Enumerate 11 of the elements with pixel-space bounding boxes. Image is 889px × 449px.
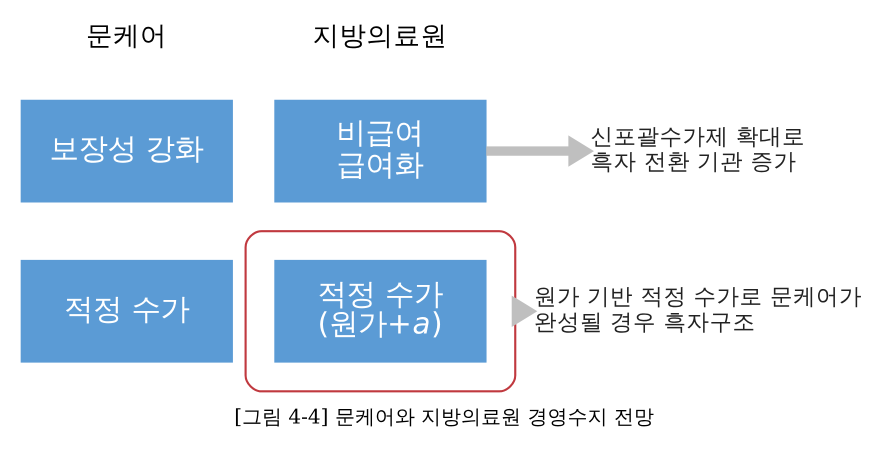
node-box: 비급여 급여화 bbox=[274, 100, 487, 202]
label: 지방의료원 bbox=[312, 20, 448, 52]
node-box: 적정 수가 bbox=[20, 260, 233, 363]
label: 문케어 bbox=[86, 20, 168, 52]
node-text: 신포괄수가제 확대로 흑자 전환 기관 증가 bbox=[590, 124, 805, 176]
arrow bbox=[486, 135, 594, 167]
arrow bbox=[512, 296, 538, 327]
caption: [그림 4-4] 문케어와 지방의료원 경영수지 전망 bbox=[234, 404, 654, 428]
node-box: 보장성 강화 bbox=[20, 100, 233, 202]
node-box: 적정 수가 (원가+a) bbox=[274, 260, 487, 363]
node-text: 원가 기반 적정 수가로 문케어가 완성될 경우 흑자구조 bbox=[534, 284, 862, 336]
